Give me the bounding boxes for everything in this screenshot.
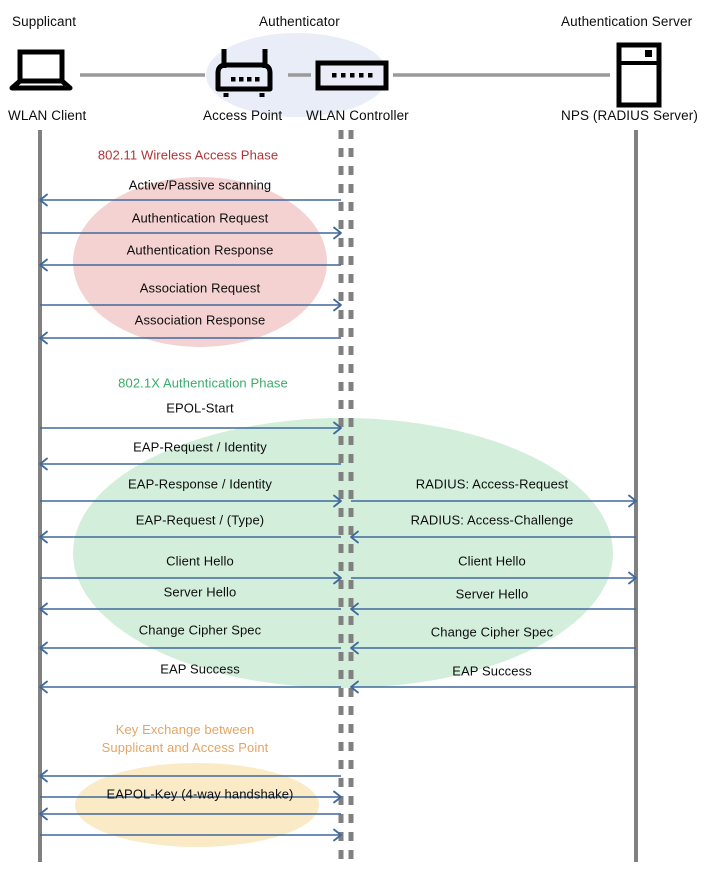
- msg-authentication-request-arrowhead: [333, 226, 342, 240]
- role-title-supplicant: Supplicant: [12, 14, 77, 29]
- msg-authentication-request: [40, 226, 342, 240]
- msg-change-cipher-spec-right-arrowhead: [350, 641, 359, 655]
- msg-server-hello-left-arrowhead: [39, 602, 48, 616]
- msg-eapol-key-2: [40, 790, 342, 804]
- msg-eap-request-identity: [39, 457, 341, 471]
- msg-authentication-response-label: Authentication Response: [126, 242, 274, 258]
- msg-eapol-start: [40, 421, 342, 435]
- msg-client-hello-left: [40, 571, 342, 585]
- msg-eap-request-type: [39, 530, 341, 544]
- msg-client-hello-right-arrowhead: [628, 571, 637, 585]
- msg-authentication-response-arrowhead: [39, 258, 48, 272]
- msg-change-cipher-spec-right-label: Change Cipher Spec: [430, 624, 554, 640]
- msg-eapol-key-1-arrowhead: [39, 769, 48, 783]
- msg-eap-success-right: [350, 680, 636, 694]
- msg-eapol-key-1: [39, 769, 341, 783]
- msg-server-hello-left-label: Server Hello: [163, 584, 237, 600]
- msg-client-hello-right-label: Client Hello: [458, 553, 526, 569]
- msg-eapol-key-3-arrowhead: [39, 807, 48, 821]
- msg-association-request-label: Association Request: [139, 280, 261, 296]
- msg-association-request: [40, 298, 342, 312]
- msg-client-hello-left-label: Client Hello: [166, 553, 234, 569]
- msg-eap-response-identity: [40, 494, 342, 508]
- msg-association-response-label: Association Response: [134, 312, 266, 328]
- lifelines: [38, 130, 638, 862]
- msg-active-passive-scanning-label: Active/Passive scanning: [128, 177, 272, 193]
- msg-association-request-arrowhead: [333, 298, 342, 312]
- msg-radius-access-challenge-arrowhead: [350, 530, 359, 544]
- msg-eap-response-identity-arrowhead: [333, 494, 342, 508]
- msg-eapol-key-2-arrowhead: [333, 790, 342, 804]
- device-label-access-point: Access Point: [203, 108, 283, 123]
- msg-eapol-key-4: [40, 828, 342, 842]
- msg-authentication-response: [39, 258, 341, 272]
- msg-association-response-arrowhead: [39, 331, 48, 345]
- msg-radius-access-request-label: RADIUS: Access-Request: [415, 476, 569, 492]
- msg-radius-access-request-arrowhead: [628, 494, 637, 508]
- msg-association-response: [39, 331, 341, 345]
- msg-eapol-key-4-arrowhead: [333, 828, 342, 842]
- phase-key-exchange-ellipse: [75, 763, 319, 847]
- msg-server-hello-right-label: Server Hello: [455, 586, 529, 602]
- msg-change-cipher-spec-right: [350, 641, 636, 655]
- phase-8021x-label: 802.1X Authentication Phase: [118, 375, 288, 391]
- server-icon: [616, 42, 662, 108]
- msg-radius-access-challenge: [350, 530, 636, 544]
- wlan-controller-icon: [315, 60, 389, 91]
- device-label-wlan-client: WLAN Client: [8, 108, 87, 123]
- msg-eap-response-identity-label: EAP-Response / Identity: [128, 476, 272, 492]
- msg-server-hello-right-arrowhead: [350, 602, 359, 616]
- msg-eap-request-type-arrowhead: [39, 530, 48, 544]
- msg-active-passive-scanning-arrowhead: [39, 193, 48, 207]
- device-label-nps-radius-server: NPS (RADIUS Server): [561, 108, 698, 123]
- message-arrows: [39, 193, 637, 842]
- phase-80211-label: 802.11 Wireless Access Phase: [97, 147, 279, 163]
- msg-server-hello-left: [39, 602, 341, 616]
- device-label-wlan-controller: WLAN Controller: [306, 108, 409, 123]
- access-point-icon: [215, 49, 273, 97]
- msg-change-cipher-spec-left: [39, 641, 341, 655]
- msg-eap-success-right-arrowhead: [350, 680, 359, 694]
- msg-eap-request-type-label: EAP-Request / (Type): [135, 512, 265, 528]
- msg-radius-access-challenge-label: RADIUS: Access-Challenge: [410, 512, 574, 528]
- msg-change-cipher-spec-left-label: Change Cipher Spec: [138, 622, 262, 638]
- msg-client-hello-left-arrowhead: [333, 571, 342, 585]
- role-title-authentication-server: Authentication Server: [561, 14, 693, 29]
- msg-eap-success-right-label: EAP Success: [452, 663, 532, 679]
- msg-client-hello-right: [351, 571, 637, 585]
- msg-authentication-request-label: Authentication Request: [131, 210, 269, 226]
- msg-eap-success-left-label: EAP Success: [160, 661, 240, 677]
- msg-eapol-start-arrowhead: [333, 421, 342, 435]
- msg-eapol-key-3: [39, 807, 341, 821]
- msg-eap-success-left-arrowhead: [39, 680, 48, 694]
- msg-radius-access-request: [351, 494, 637, 508]
- msg-eapol-key-3-label: EAPOL-Key (4-way handshake): [106, 786, 294, 802]
- msg-active-passive-scanning: [39, 193, 341, 207]
- role-title-authenticator: Authenticator: [259, 14, 340, 29]
- msg-eapol-start-label: EPOL-Start: [166, 400, 234, 416]
- msg-eap-success-left: [39, 680, 341, 694]
- laptop-icon: [9, 49, 73, 91]
- msg-eap-request-identity-arrowhead: [39, 457, 48, 471]
- msg-change-cipher-spec-left-arrowhead: [39, 641, 48, 655]
- msg-eap-request-identity-label: EAP-Request / Identity: [133, 439, 267, 455]
- msg-server-hello-right: [350, 602, 636, 616]
